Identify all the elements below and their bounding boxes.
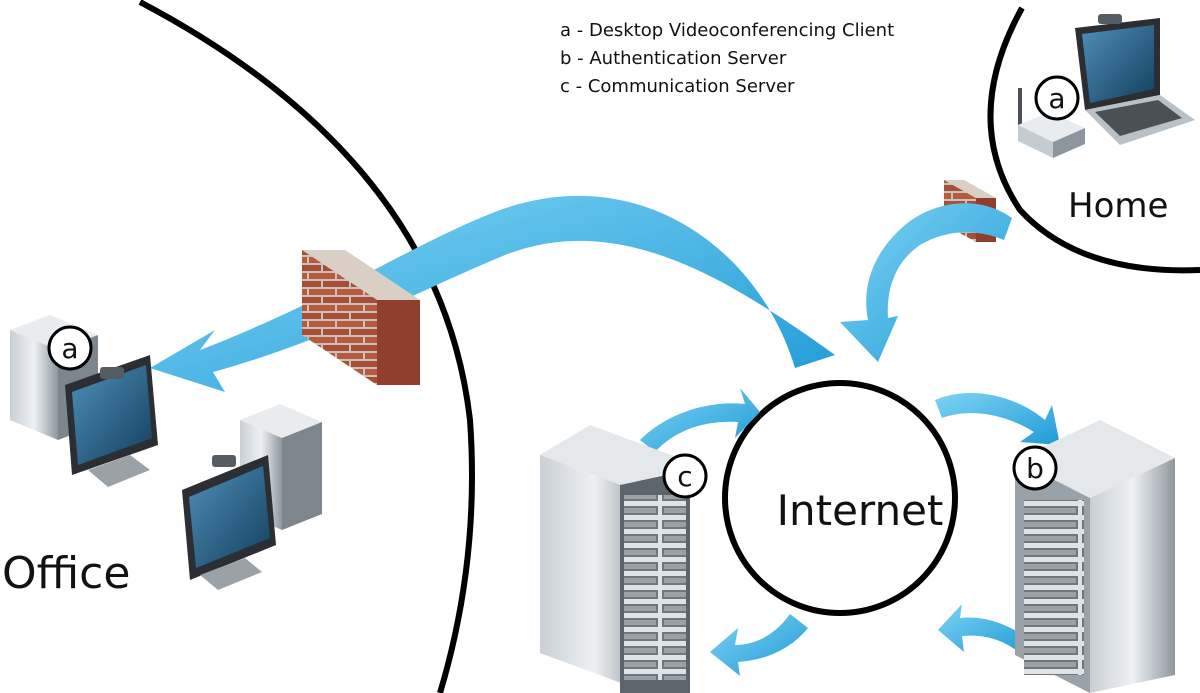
internet-to-office-arrow <box>150 195 835 392</box>
auth-to-internet-arrow <box>938 604 1030 655</box>
badge-home-client: a <box>1034 75 1080 121</box>
legend-item-c: c - Communication Server <box>560 76 795 97</box>
badge-comm-server: c <box>662 453 708 499</box>
communication-server <box>540 425 698 693</box>
legend-item-a: a - Desktop Videoconferencing Client <box>560 20 895 41</box>
internet-to-comm-arrow <box>710 614 808 676</box>
office-second-computer <box>182 404 322 590</box>
home-client-laptop <box>1075 14 1195 145</box>
legend-item-b: b - Authentication Server <box>560 48 787 69</box>
authentication-server <box>1015 420 1175 693</box>
svg-text:a: a <box>1048 82 1065 115</box>
comm-to-internet-arrow <box>640 388 760 452</box>
internet-label: Internet <box>777 486 944 535</box>
home-boundary-arc <box>987 6 1200 274</box>
office-boundary-arc <box>138 0 475 693</box>
office-label: Office <box>2 548 131 599</box>
internet-circle <box>722 380 958 616</box>
svg-text:a: a <box>61 332 78 365</box>
office-firewall <box>302 250 420 385</box>
internet-to-auth-arrow <box>935 392 1060 445</box>
home-label: Home <box>1068 186 1169 226</box>
home-to-internet-arrow <box>840 203 1012 362</box>
svg-text:b: b <box>1026 452 1044 485</box>
badge-office-client: a <box>47 325 93 371</box>
svg-text:c: c <box>677 460 692 493</box>
badge-auth-server: b <box>1012 445 1058 491</box>
home-router <box>1018 88 1085 158</box>
